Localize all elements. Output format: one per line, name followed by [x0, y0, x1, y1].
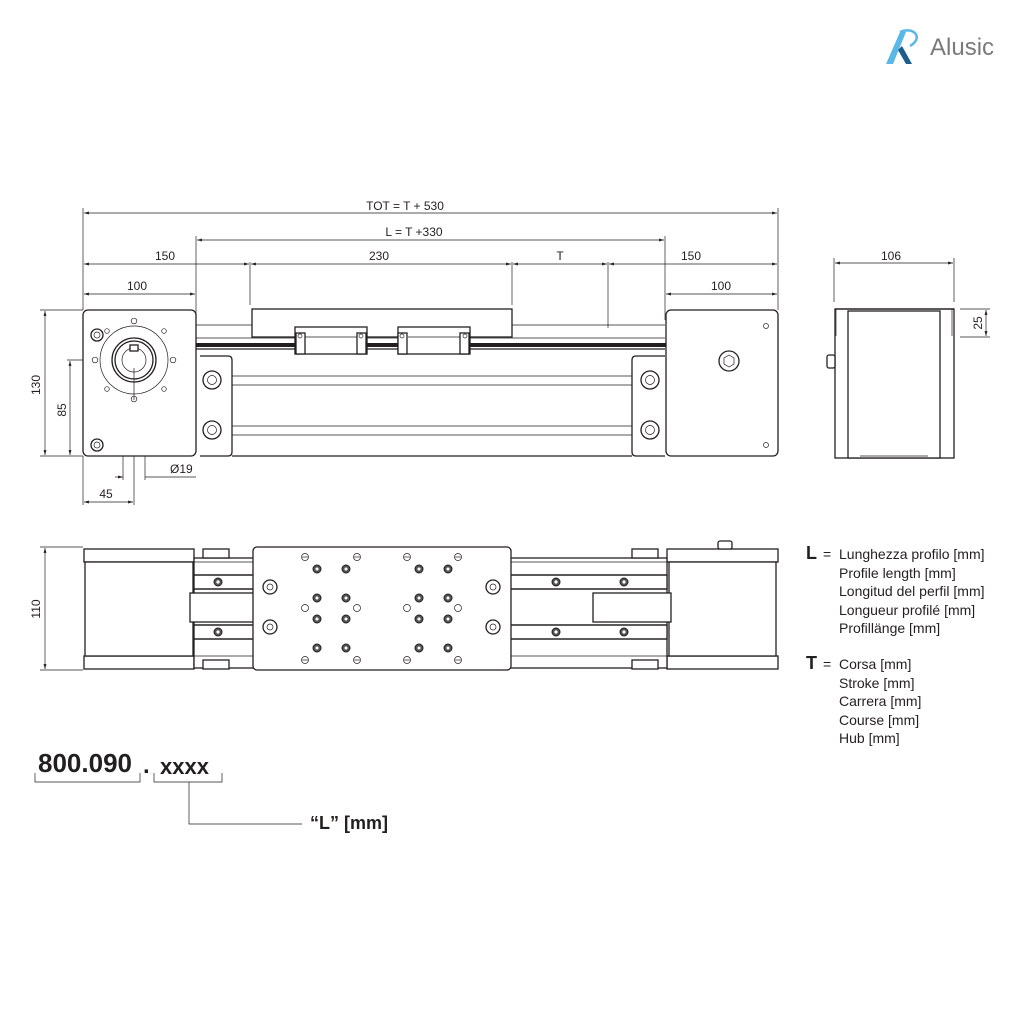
dim-right-150: 150: [681, 249, 701, 263]
brand-name: Alusic: [930, 34, 995, 61]
rail-screw-icon: [619, 627, 629, 637]
dim-width-106: 106: [881, 249, 901, 263]
rail-screw-icon: [619, 577, 629, 587]
legend-L-line: Lunghezza profilo [mm]: [839, 546, 985, 562]
screw-icon: [202, 370, 222, 390]
screw-icon: [640, 370, 660, 390]
legend-T-eq: =: [823, 656, 832, 672]
dim-shaft-offset-45: 45: [99, 487, 113, 501]
legend-T-line: Carrera [mm]: [839, 693, 922, 709]
dim-left-150: 150: [155, 249, 175, 263]
legend-T: T = Corsa [mm] Stroke [mm] Carrera [mm] …: [806, 653, 1016, 755]
rail-screw-icon: [551, 627, 561, 637]
legend-L-line: Profile length [mm]: [839, 564, 956, 581]
screw-icon: [90, 438, 104, 452]
alusic-a-logo-icon: [886, 29, 918, 64]
screw-icon: [262, 579, 278, 595]
legend-T-line: Corsa [mm]: [839, 656, 912, 672]
rail-screw-icon: [551, 577, 561, 587]
legend-T-key: T: [806, 653, 817, 673]
legend-L-key: L: [806, 543, 817, 563]
screw-icon: [202, 420, 222, 440]
legend-T-line: Hub [mm]: [839, 730, 900, 746]
order-code-separator: .: [143, 752, 150, 779]
legend-L-line: Longueur profilé [mm]: [839, 601, 976, 618]
slider-block: [397, 326, 471, 355]
legend-L-line: Longitud del perfil [mm]: [839, 583, 985, 599]
dim-shaft-height-85: 85: [55, 403, 69, 417]
dim-profile-length: L = T +330: [385, 225, 442, 239]
order-code-prefix: 800.090: [38, 748, 132, 778]
brand-logo: Alusic: [880, 24, 1010, 68]
screw-icon: [90, 328, 104, 342]
drive-head-left: [82, 309, 197, 457]
screw-icon: [485, 619, 501, 635]
screw-icon: [640, 420, 660, 440]
slider-block: [294, 326, 368, 355]
idler-head-right: [665, 309, 779, 457]
legend-L-line: Profillänge [mm]: [839, 620, 941, 636]
legend-L: L = Lunghezza profilo [mm] Profile lengt…: [806, 543, 1016, 645]
screw-icon: [262, 619, 278, 635]
order-code-suffix-label: “L” [mm]: [310, 813, 388, 833]
legend-L-eq: =: [823, 546, 832, 562]
order-code-suffix: xxxx: [160, 754, 209, 779]
carriage-plate: [252, 546, 512, 671]
front-view: [82, 308, 779, 457]
dim-shaft-diameter: Ø19: [170, 462, 193, 476]
rail-screw-icon: [213, 577, 223, 587]
dim-height-130: 130: [29, 375, 43, 395]
front-view-dimensions: TOT = T + 530 L = T +330 150 230 T 150 1…: [29, 199, 779, 505]
dim-carriage-230: 230: [369, 249, 389, 263]
side-view: 106 25: [826, 249, 990, 459]
screw-icon: [485, 579, 501, 595]
top-view: 110: [29, 540, 779, 671]
dim-left-100: 100: [127, 279, 147, 293]
dim-top-25: 25: [971, 316, 985, 330]
legend-T-line: Stroke [mm]: [839, 674, 915, 691]
dim-right-100: 100: [711, 279, 731, 293]
rail-screw-icon: [213, 627, 223, 637]
dim-height-110: 110: [29, 599, 43, 618]
dim-total: TOT = T + 530: [366, 199, 444, 213]
legend-T-line: Course [mm]: [839, 711, 920, 728]
order-code-brackets: [34, 773, 302, 825]
dim-stroke-t: T: [556, 249, 564, 263]
